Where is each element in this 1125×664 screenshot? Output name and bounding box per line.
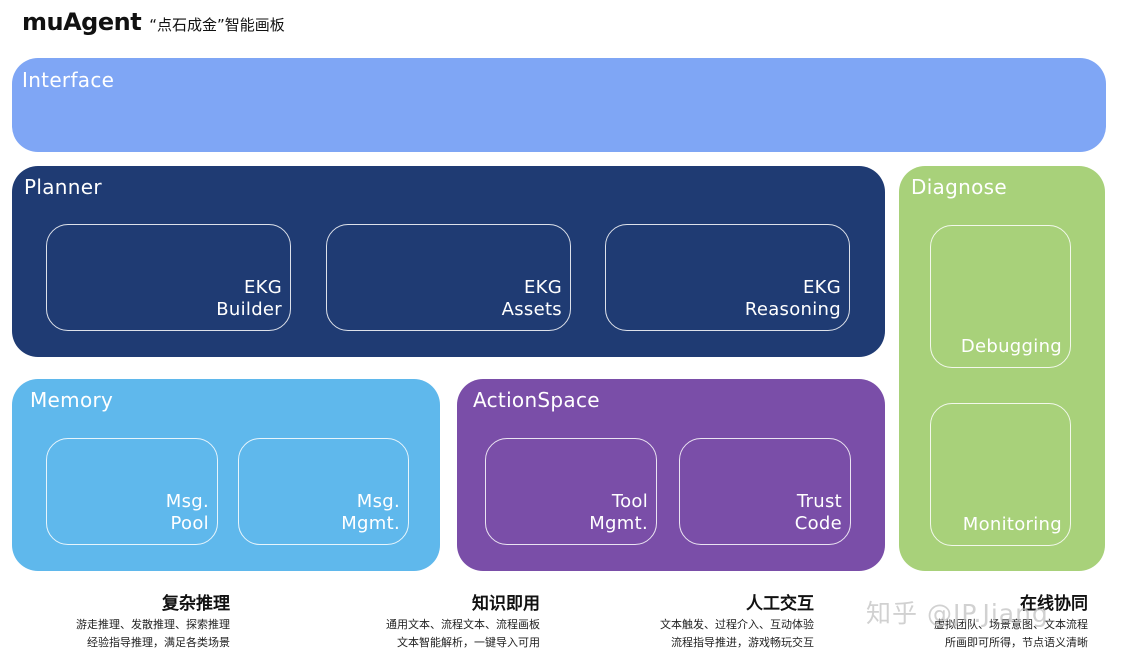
feature-desc-line2: 所画即可所得，节点语义清晰 xyxy=(945,636,1088,649)
msg-pool-line1: Msg. xyxy=(165,491,209,512)
brand-name: muAgent xyxy=(22,8,142,36)
diagram-subtitle: “点石成金”智能画板 xyxy=(149,16,285,34)
diagram-title: muAgent “点石成金”智能画板 xyxy=(22,8,285,36)
tool-mgmt-line1: Tool xyxy=(611,491,648,512)
memory-label: Memory xyxy=(30,388,114,412)
ekg-builder-line1: EKG xyxy=(243,277,282,298)
ekg-assets-line1: EKG xyxy=(523,277,562,298)
debugging-module: Debugging xyxy=(930,225,1071,368)
planner-label: Planner xyxy=(24,175,102,199)
msg-mgmt-module: Msg.Mgmt. xyxy=(238,438,409,545)
feature-desc-line1: 虚拟团队、场景意图、文本流程 xyxy=(934,618,1088,631)
feature-complex-reasoning: 复杂推理 游走推理、发散推理、探索推理 经验指导推理，满足各类场景 xyxy=(76,592,230,652)
monitoring-label: Monitoring xyxy=(962,514,1062,535)
feature-online-collaboration: 在线协同 虚拟团队、场景意图、文本流程 所画即可所得，节点语义清晰 xyxy=(934,592,1088,652)
trust-code-line1: Trust xyxy=(796,491,842,512)
feature-desc-line1: 游走推理、发散推理、探索推理 xyxy=(76,618,230,631)
feature-title: 复杂推理 xyxy=(162,594,230,614)
msg-pool-line2: Pool xyxy=(170,513,209,534)
diagnose-panel: Diagnose Debugging Monitoring xyxy=(899,166,1105,571)
feature-desc-line2: 文本智能解析，一键导入可用 xyxy=(397,636,540,649)
ekg-reasoning-line1: EKG xyxy=(802,277,841,298)
ekg-assets-line2: Assets xyxy=(501,299,562,320)
feature-desc-line1: 文本触发、过程介入、互动体验 xyxy=(660,618,814,631)
diagnose-label: Diagnose xyxy=(911,175,1007,199)
monitoring-module: Monitoring xyxy=(930,403,1071,546)
interface-layer: Interface xyxy=(12,58,1106,152)
memory-panel: Memory Msg.Pool Msg.Mgmt. xyxy=(12,379,440,571)
feature-knowledge-ready: 知识即用 通用文本、流程文本、流程画板 文本智能解析，一键导入可用 xyxy=(386,592,540,652)
feature-human-interaction: 人工交互 文本触发、过程介入、互动体验 流程指导推进，游戏畅玩交互 xyxy=(660,592,814,652)
feature-title: 在线协同 xyxy=(1020,594,1088,614)
feature-title: 人工交互 xyxy=(746,594,814,614)
msg-pool-module: Msg.Pool xyxy=(46,438,218,545)
tool-mgmt-line2: Mgmt. xyxy=(589,513,648,534)
ekg-reasoning-line2: Reasoning xyxy=(744,299,841,320)
ekg-builder-line2: Builder xyxy=(216,299,282,320)
feature-desc-line2: 流程指导推进，游戏畅玩交互 xyxy=(671,636,814,649)
debugging-label: Debugging xyxy=(960,336,1062,357)
interface-label: Interface xyxy=(22,68,115,92)
trust-code-line2: Code xyxy=(794,513,842,534)
feature-desc-line2: 经验指导推理，满足各类场景 xyxy=(87,636,230,649)
zhihu-watermark: 知乎 @JP.Jiang xyxy=(866,599,1049,628)
feature-desc-line1: 通用文本、流程文本、流程画板 xyxy=(386,618,540,631)
feature-title: 知识即用 xyxy=(472,594,540,614)
msg-mgmt-line2: Mgmt. xyxy=(341,513,400,534)
msg-mgmt-line1: Msg. xyxy=(356,491,400,512)
actionspace-label: ActionSpace xyxy=(473,388,600,412)
